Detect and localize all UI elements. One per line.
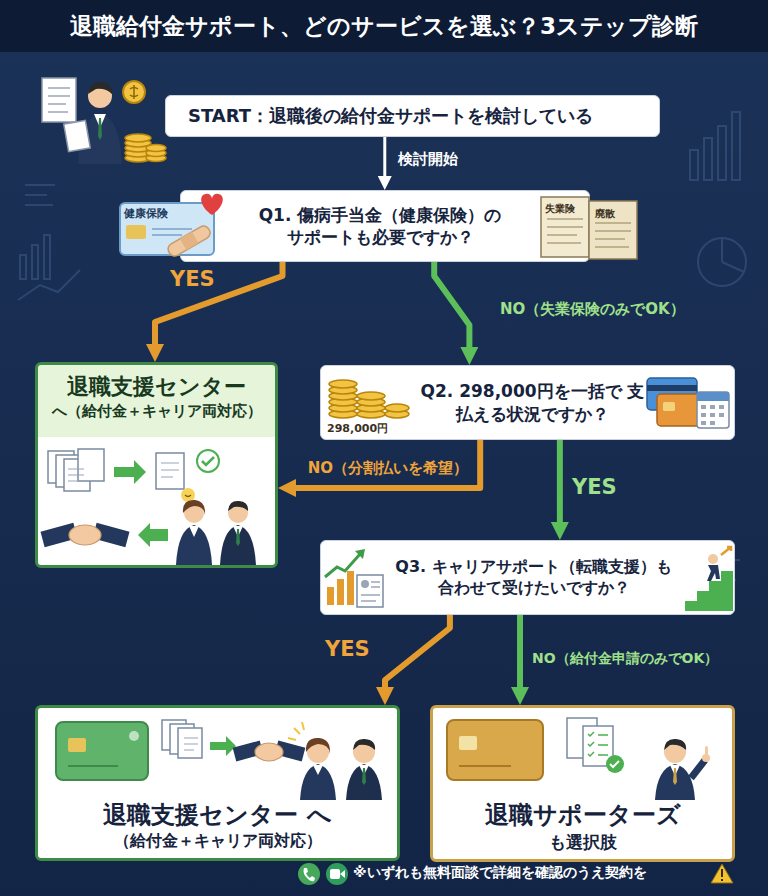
person-illustration [38,66,162,166]
edge-label: YES [170,266,215,292]
result-box: 退職サポーターズも選択肢 [430,705,735,862]
paper-text: 失業険 [545,203,575,215]
question-box: Q2. 298,000円を一括で 支払える状況ですか？ 298,000円 [320,365,735,440]
health-card-illustration [116,193,240,263]
supporters-illustration [433,708,732,800]
papers-illustration [533,191,645,263]
card-text: 健康保険 [124,207,168,220]
footer-icons [298,863,733,885]
support-illustration [38,443,275,565]
edge-label: NO（給付金申請のみでOK） [532,650,718,668]
flow-arrow [557,440,563,522]
start-box: START：退職後の給付金サポートを検討している [165,95,660,137]
edge-label: YES [325,636,370,662]
payment-illustration [643,374,731,434]
coins-illustration [321,370,413,420]
result-box: 退職支援センター へ（給付金＋キャリア両対応） [35,705,400,861]
question-text: Q1. 傷病手当金（健康保険）の サポートも必要ですか？ [251,204,509,248]
start-text: START：退職後の給付金サポートを検討している [188,104,643,127]
stairs-illustration [683,545,735,613]
footer-note: ※いずれも無料面談で詳細を確認のうえ契約を [353,864,647,881]
edge-label: 検討開始 [398,150,458,169]
paper-text: 廃散 [595,208,615,220]
result-subtitle: へ（給付金＋キャリア両対応） [52,402,262,422]
flow-arrow [155,262,283,344]
chart-illustration [323,547,387,611]
question-box: Q1. 傷病手当金（健康保険）の サポートも必要ですか？ [180,190,590,262]
amount-text: 298,000円 [327,422,388,436]
edge-label: NO（分割払いを希望） [290,459,468,478]
flow-arrow [434,262,469,347]
result-subtitle: も選択肢 [549,831,617,853]
result-title: 退職支援センター へ [103,800,331,831]
edge-label: NO（失業保険のみでOK） [500,300,685,319]
result-subtitle: （給付金＋キャリア両対応） [114,831,322,852]
result-title: 退職サポーターズ [485,800,681,831]
center-illustration [38,708,397,800]
question-text: Q2. 298,000円を一括で 支払える状況ですか？ [419,380,646,424]
title-bar [0,0,768,52]
result-box: 退職支援センターへ（給付金＋キャリア両対応） [35,362,278,568]
decoration [18,112,746,580]
flow-arrow [383,137,386,176]
question-text: Q3. キャリアサポート（転職支援）も 合わせて受けたいですか？ [387,557,680,599]
title-text: 退職給付金サポート、どのサービスを選ぶ？3ステップ診断 [70,11,698,42]
flow-arrow [385,615,450,687]
result-title: 退職支援センター [67,373,246,402]
edge-label: YES [572,474,617,500]
flow-arrow [517,615,523,687]
question-box: Q3. キャリアサポート（転職支援）も 合わせて受けたいですか？ [320,540,735,615]
